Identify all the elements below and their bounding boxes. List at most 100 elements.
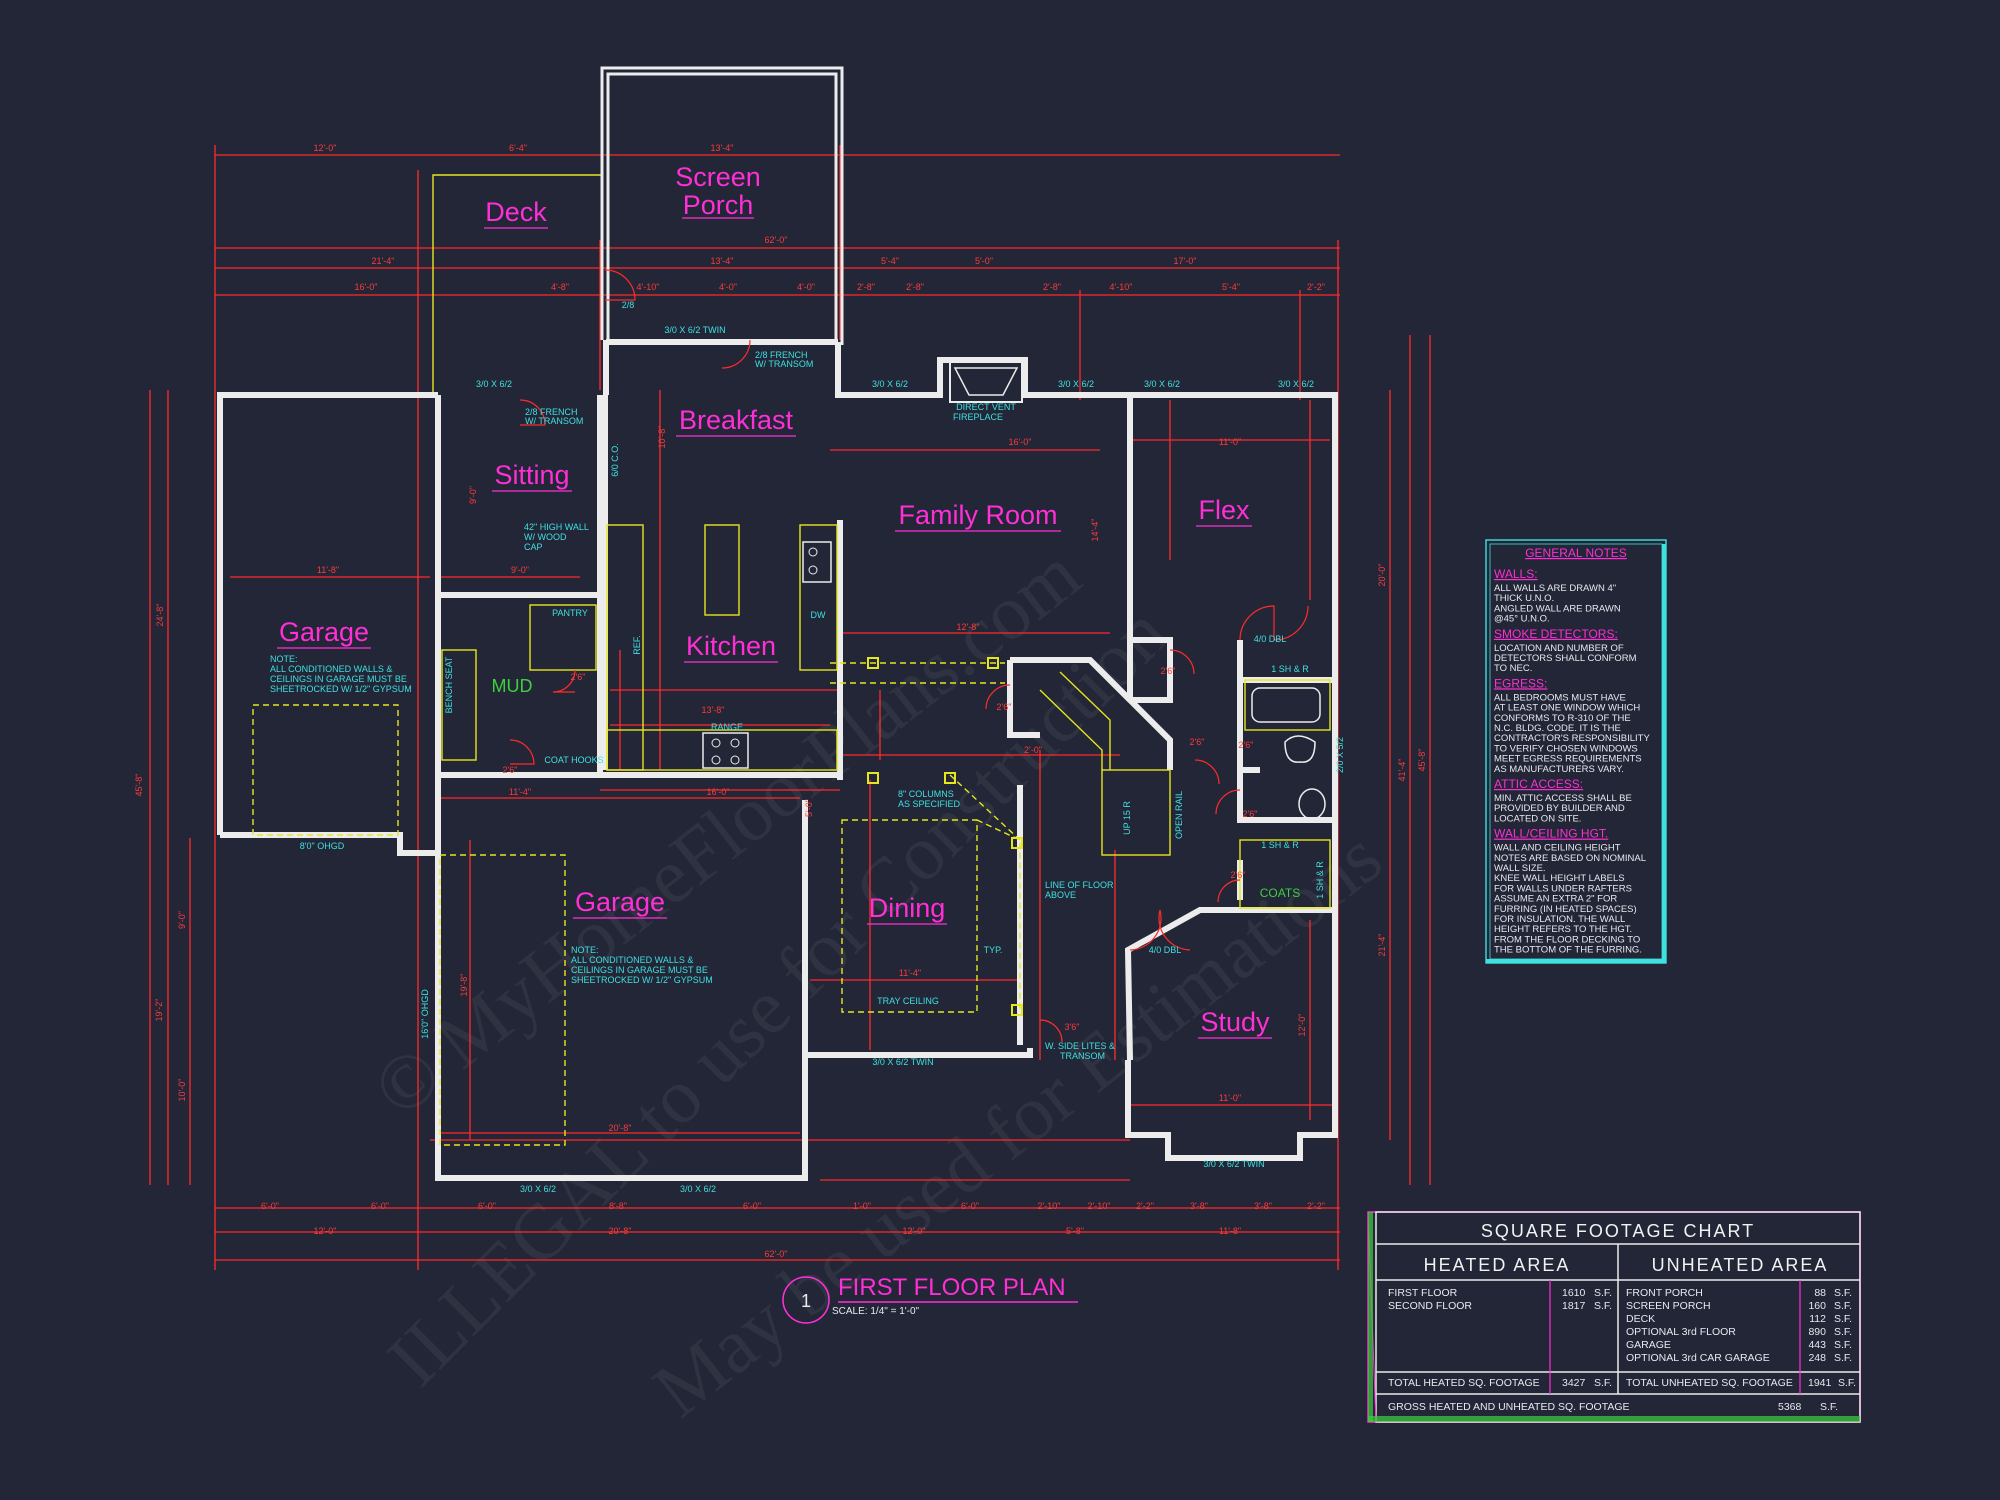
- door-swings: [509, 269, 1309, 1043]
- dim-bot2-4: 5'-8": [1066, 1226, 1084, 1236]
- dim-inner-1: 11'-8": [317, 565, 339, 575]
- dim-top4-2: 4'-8": [551, 282, 569, 292]
- notes-heading: WALL/CEILING HGT.: [1494, 827, 1608, 841]
- high-wall-label-1: 42" HIGH WALL: [524, 522, 589, 532]
- notes-line: LOCATION AND NUMBER OF: [1494, 643, 1624, 654]
- fixtures: [252, 524, 1331, 1146]
- window-label-6: 3/0 X 6/2: [520, 1184, 556, 1194]
- unheated-row-name: GARAGE: [1626, 1339, 1671, 1351]
- door-dim-8: 2'6": [1231, 870, 1246, 880]
- dim-top1-2: 6'-4": [509, 143, 527, 153]
- side-window-label: 2/0 X 5/2: [1335, 737, 1345, 773]
- columns-label-1: 8" COLUMNS: [898, 789, 954, 799]
- unheated-row-value: 88: [1814, 1287, 1826, 1299]
- unheated-area-header: UNHEATED AREA: [1652, 1255, 1829, 1275]
- dim-top4-11: 2'-2": [1307, 282, 1325, 292]
- dim-top3-2: 13'-4": [711, 256, 734, 266]
- coats-label: COATS: [1260, 886, 1300, 900]
- bath-tub: [1244, 679, 1331, 731]
- screen-porch-outline: [600, 66, 844, 345]
- dw-label: DW: [811, 610, 826, 620]
- dim-inner-16: 14'-4": [1090, 519, 1100, 542]
- line-of-floor-label-2: ABOVE: [1045, 890, 1076, 900]
- gross-label: GROSS HEATED AND UNHEATED SQ. FOOTAGE: [1388, 1401, 1630, 1413]
- dim-bot1-4: 8'-8": [609, 1201, 627, 1211]
- garage-note-left: NOTE: ALL CONDITIONED WALLS & CEILINGS I…: [270, 654, 412, 694]
- dim-inner-13: 10'-8": [657, 426, 667, 449]
- door-dim-5: 2'6": [1190, 737, 1205, 747]
- exterior-walls: [217, 339, 1338, 1181]
- room-label-breakfast: Breakfast: [679, 405, 794, 435]
- unheated-row-value: 248: [1808, 1352, 1826, 1364]
- garage-note-left-line-1: NOTE:: [270, 654, 298, 664]
- heated-row-value: 1610: [1562, 1287, 1586, 1299]
- french-door-label-2b: W/ TRANSOM: [755, 359, 813, 369]
- dim-bot1-1: 6'-0": [261, 1201, 279, 1211]
- unheated-row-value: 890: [1808, 1326, 1826, 1338]
- total-unheated-unit: S.F.: [1838, 1377, 1856, 1389]
- dim-bot2-2: 20'-8": [609, 1226, 632, 1236]
- dim-inner-15: 2'-0": [1024, 745, 1042, 755]
- drawing-scale: SCALE: 1/4" = 1'-0": [832, 1306, 920, 1317]
- door-dim-9: 3'6": [1065, 1022, 1080, 1032]
- dim-top4-3: 4'-10": [637, 282, 660, 292]
- dim-inner-18: 19'-8": [459, 974, 469, 997]
- bench-seat-label: BENCH SEAT: [444, 656, 454, 713]
- dim-bot1-3: 6'-0": [478, 1201, 496, 1211]
- dim-top4-9: 4'-10": [1110, 282, 1133, 292]
- unheated-row-name: DECK: [1626, 1313, 1655, 1325]
- unheated-row-name: FRONT PORCH: [1626, 1287, 1703, 1299]
- unheated-row-value: 160: [1808, 1300, 1826, 1312]
- notes-heading: ATTIC ACCESS:: [1494, 777, 1583, 791]
- door-dim-7: 2'6": [1243, 809, 1258, 819]
- dim-inner-11: 11'-4": [509, 787, 531, 797]
- window-label-3: 3/0 X 6/2: [1058, 379, 1094, 389]
- notes-line: AT LEAST ONE WINDOW WHICH: [1494, 703, 1640, 714]
- garage-note-main-line-3: CEILINGS IN GARAGE MUST BE: [571, 965, 708, 975]
- general-notes-title: GENERAL NOTES: [1525, 546, 1627, 560]
- appliances: [702, 541, 1326, 820]
- dim-top2: 62'-0": [765, 235, 788, 245]
- room-label-flex: Flex: [1198, 495, 1250, 525]
- side-lites-label-1: W. SIDE LITES &: [1045, 1041, 1115, 1051]
- notes-line: HEIGHT REFERS TO THE HGT.: [1494, 924, 1632, 935]
- annotations: PANTRY COAT HOOKS RANGE BENCH SEAT DW RE…: [300, 300, 1345, 1194]
- notes-line: FURRING (IN HEATED SPACES): [1494, 904, 1637, 915]
- high-wall-label-2: W/ WOOD: [524, 532, 567, 542]
- unheated-row-unit: S.F.: [1834, 1300, 1852, 1312]
- twin-window-label-2: 3/0 X 6/2 TWIN: [872, 1057, 933, 1067]
- unheated-row-unit: S.F.: [1834, 1352, 1852, 1364]
- notes-line: WALL SIZE.: [1494, 863, 1546, 874]
- room-label-garage-main: Garage: [575, 887, 665, 917]
- notes-line: ALL WALLS ARE DRAWN 4": [1494, 583, 1616, 594]
- dim-left-5: 10'-0": [177, 1079, 187, 1102]
- unheated-row-unit: S.F.: [1834, 1287, 1852, 1299]
- dim-right-3: 45'-8": [1417, 749, 1427, 772]
- notes-line: @45° U.N.O.: [1494, 614, 1550, 625]
- notes-line: FOR WALLS UNDER RAFTERS: [1494, 883, 1632, 894]
- notes-line: THICK U.N.O.: [1494, 593, 1554, 604]
- heated-row-unit: S.F.: [1594, 1287, 1612, 1299]
- notes-line: CONFORMS TO R-310 OF THE: [1494, 713, 1631, 724]
- notes-line: NOTES ARE BASED ON NOMINAL: [1494, 853, 1646, 864]
- line-of-floor-label-1: LINE OF FLOOR: [1045, 880, 1114, 890]
- dim-left-2: 45'-8": [134, 774, 144, 797]
- notes-line: FROM THE FLOOR DECKING TO: [1494, 934, 1640, 945]
- general-notes-body: WALLS:ALL WALLS ARE DRAWN 4"THICK U.N.O.…: [1494, 567, 1650, 956]
- dim-bot1-9: 2'-10": [1088, 1201, 1111, 1211]
- ref-label: REF.: [632, 635, 642, 655]
- dim-bot1-6: 1'-0": [853, 1201, 871, 1211]
- notes-line: ANGLED WALL ARE DRAWN: [1494, 603, 1621, 614]
- unheated-row-value: 443: [1808, 1339, 1826, 1351]
- drawing-title: FIRST FLOOR PLAN: [838, 1274, 1066, 1301]
- dim-top3-4: 5'-0": [975, 256, 993, 266]
- total-heated-label: TOTAL HEATED SQ. FOOTAGE: [1388, 1377, 1540, 1389]
- room-label-garage-left: Garage: [279, 617, 369, 647]
- dim-bot1-7: 6'-0": [961, 1201, 979, 1211]
- notes-line: TO NEC.: [1494, 663, 1532, 674]
- garage-note-left-line-2: ALL CONDITIONED WALLS &: [270, 664, 392, 674]
- dim-inner-12: 9'-0": [468, 486, 478, 504]
- side-lites-label-2: TRANSOM: [1060, 1051, 1105, 1061]
- fireplace-label-2: FIREPLACE: [953, 412, 1003, 422]
- room-label-kitchen: Kitchen: [686, 631, 776, 661]
